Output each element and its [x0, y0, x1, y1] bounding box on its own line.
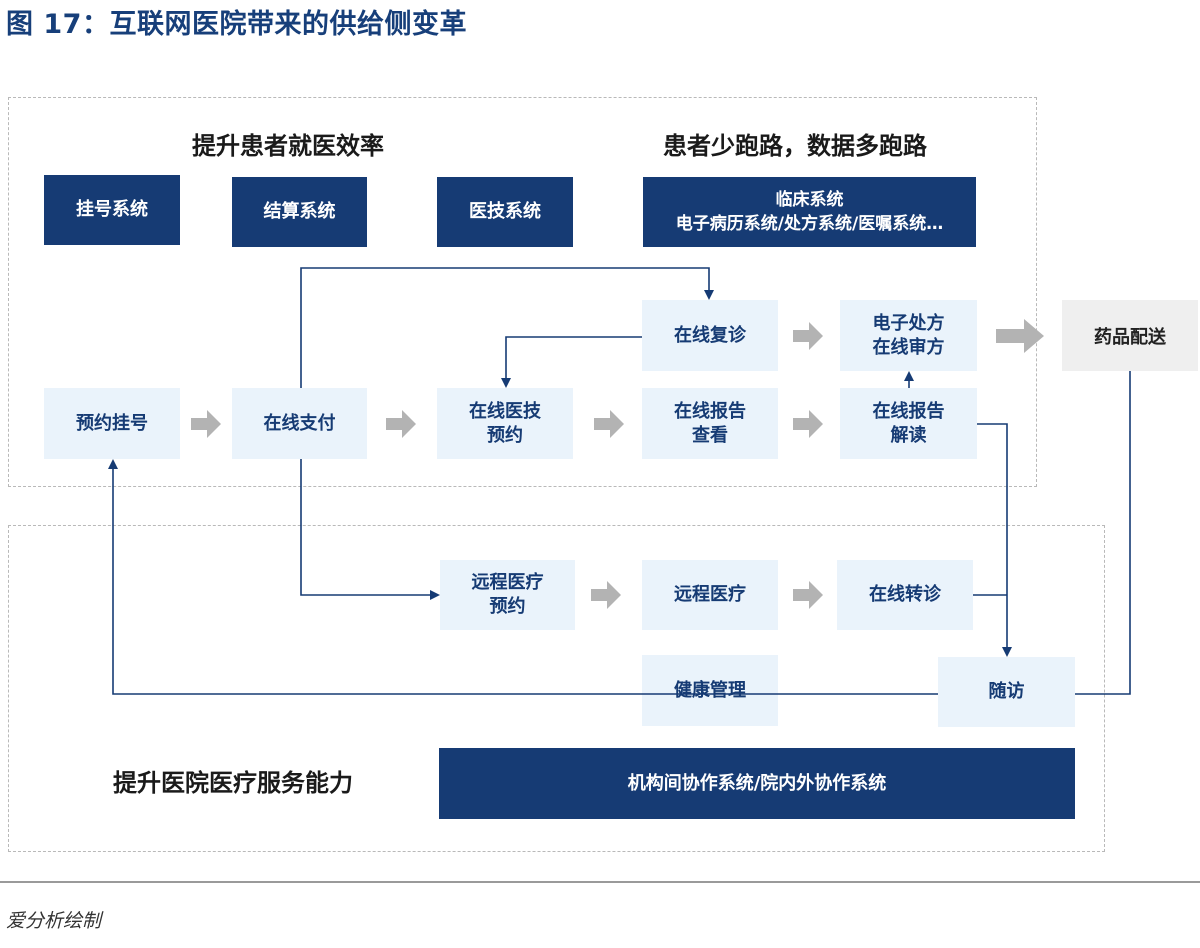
- step-referral-label: 在线转诊: [869, 584, 941, 605]
- connector-report-to-followup: [977, 423, 1012, 657]
- step-report-view-line2: 查看: [692, 424, 728, 446]
- grey-arrow-1: [191, 410, 221, 438]
- settlement-system: 结算系统: [232, 177, 367, 247]
- step-payment: 在线支付: [232, 388, 367, 459]
- efficiency-group: [8, 97, 1037, 487]
- step-eprescription-line2: 在线审方: [872, 336, 945, 358]
- medtech-system: 医技系统: [437, 177, 573, 247]
- step-revisit: 在线复诊: [642, 300, 778, 371]
- medtech-system-label: 医技系统: [469, 201, 541, 222]
- capability-group: [8, 525, 1105, 852]
- step-referral: 在线转诊: [837, 560, 973, 630]
- step-appointment: 预约挂号: [44, 388, 180, 459]
- clinical-system-title: 临床系统: [775, 190, 844, 210]
- step-remote-booking: 远程医疗 预约: [440, 560, 575, 630]
- grey-arrow-5: [793, 322, 823, 350]
- grey-arrow-4: [793, 410, 823, 438]
- collaboration-system-label: 机构间协作系统/院内外协作系统: [627, 772, 887, 794]
- heading-capability: 提升医院医疗服务能力: [113, 769, 353, 797]
- step-followup-label: 随访: [988, 681, 1025, 702]
- step-report-view: 在线报告 查看: [642, 388, 778, 459]
- step-followup: 随访: [938, 657, 1075, 727]
- clinical-system-subtitle: 电子病历系统/处方系统/医嘱系统…: [675, 214, 944, 234]
- grey-arrow-7: [591, 581, 621, 609]
- step-eprescription: 电子处方 在线审方: [840, 300, 977, 371]
- step-medtech-booking-line1: 在线医技: [469, 400, 541, 422]
- heading-efficiency: 提升患者就医效率: [192, 132, 384, 160]
- connector-payment-to-remote: [300, 459, 440, 600]
- registration-system-label: 挂号系统: [76, 199, 148, 220]
- step-appointment-label: 预约挂号: [76, 412, 148, 434]
- step-drug-delivery: 药品配送: [1062, 300, 1198, 371]
- grey-arrow-2: [386, 410, 416, 438]
- step-remote-booking-line1: 远程医疗: [471, 572, 544, 593]
- settlement-system-label: 结算系统: [263, 201, 336, 222]
- connector-payment-to-revisit: [300, 267, 714, 388]
- step-remote-care: 远程医疗: [642, 560, 778, 630]
- grey-arrow-3: [594, 410, 624, 438]
- step-remote-booking-line2: 预约: [489, 596, 526, 617]
- step-report-read: 在线报告 解读: [840, 388, 977, 459]
- step-medtech-booking: 在线医技 预约: [437, 388, 573, 459]
- step-payment-label: 在线支付: [263, 412, 336, 434]
- step-report-read-line1: 在线报告: [872, 400, 945, 422]
- connector-delivery-to-followup: [1075, 371, 1131, 695]
- step-health-mgmt-label: 健康管理: [674, 679, 746, 701]
- step-drug-delivery-label: 药品配送: [1094, 326, 1166, 348]
- figure-title: 图 17：互联网医院带来的供给侧变革: [6, 9, 467, 40]
- step-report-read-line2: 解读: [890, 424, 927, 446]
- grey-arrow-6: [996, 319, 1044, 353]
- step-remote-care-label: 远程医疗: [674, 584, 746, 605]
- source-note: 爱分析绘制: [6, 910, 102, 932]
- registration-system: 挂号系统: [44, 175, 180, 245]
- step-eprescription-line1: 电子处方: [872, 312, 945, 334]
- heading-data-runs: 患者少跑路，数据多跑路: [663, 132, 927, 160]
- connector-revisit-to-medtech: [501, 336, 642, 388]
- source-divider: [0, 881, 1200, 883]
- step-report-view-line1: 在线报告: [674, 400, 746, 422]
- collaboration-system: 机构间协作系统/院内外协作系统: [439, 748, 1075, 819]
- connector-followup-to-appointment: [108, 459, 938, 695]
- grey-arrow-8: [793, 581, 823, 609]
- step-health-mgmt: 健康管理: [642, 655, 778, 726]
- clinical-system: 临床系统 电子病历系统/处方系统/医嘱系统…: [643, 177, 976, 247]
- step-medtech-booking-line2: 预约: [487, 424, 523, 446]
- step-revisit-label: 在线复诊: [674, 324, 746, 346]
